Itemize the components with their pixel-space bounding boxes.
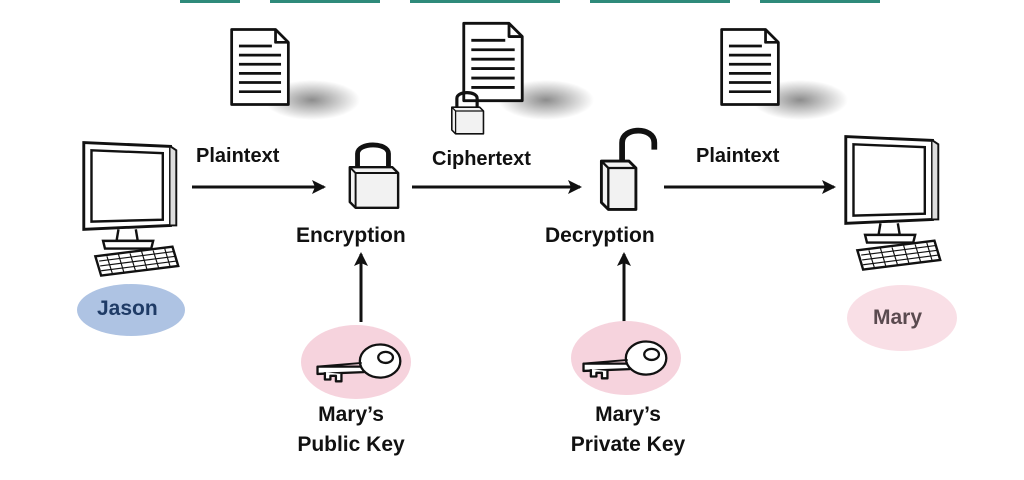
public-key-owner: Mary’s <box>318 403 384 426</box>
public-key-label: Mary’s Public Key <box>251 400 451 460</box>
computer-icon-mary <box>844 135 942 272</box>
private-key-owner: Mary’s <box>595 403 661 426</box>
receiver-name: Mary <box>873 306 923 329</box>
flow-label-ciphertext: Ciphertext <box>432 148 531 170</box>
key-icon-private <box>571 321 681 395</box>
document-icon-right <box>720 27 848 120</box>
key-icon-public <box>301 325 411 399</box>
private-key-label: Mary’s Private Key <box>528 400 728 460</box>
document-icon-left <box>230 27 360 120</box>
computer-icon-jason <box>82 141 180 278</box>
padlock-closed-icon <box>350 145 398 208</box>
padlock-open-icon <box>601 131 654 210</box>
flow-label-plaintext-left: Plaintext <box>196 145 280 167</box>
top-strip <box>180 0 880 3</box>
public-key-name: Public Key <box>297 433 405 456</box>
private-key-name: Private Key <box>570 433 686 456</box>
receiver-badge <box>847 285 957 351</box>
sender-name: Jason <box>97 297 158 320</box>
step-label-encryption: Encryption <box>296 224 406 247</box>
document-icon-middle <box>462 21 594 120</box>
flow-label-plaintext-right: Plaintext <box>696 145 780 167</box>
step-label-decryption: Decryption <box>545 224 655 247</box>
sender-badge <box>77 284 185 336</box>
